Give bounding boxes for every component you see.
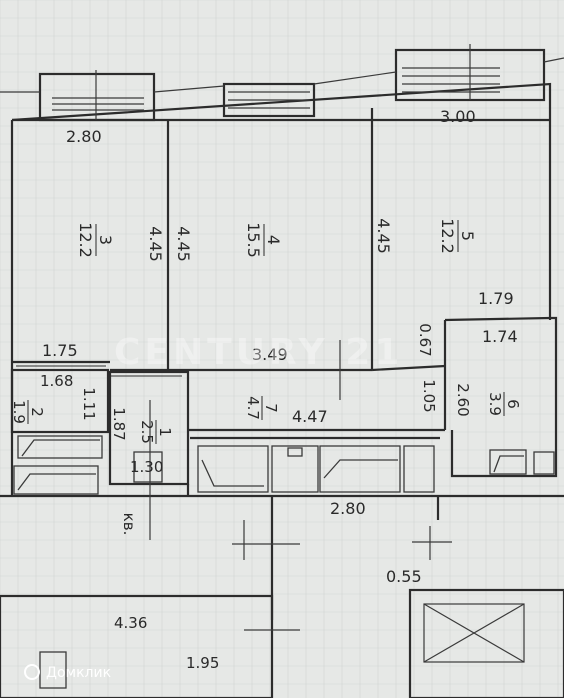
dim-0-55: 0.55 [386,567,422,586]
room-6-label: 6 3.9 [486,392,522,416]
dim-1-30: 1.30 [130,458,163,476]
dim-1-68: 1.68 [40,372,73,390]
dim-1-74: 1.74 [482,327,518,346]
svg-text:15.5: 15.5 [244,222,263,258]
house-icon [24,664,40,680]
room-7-label: 7 4.7 [244,396,280,420]
dim-2-60: 2.60 [454,383,472,416]
dim-1-95: 1.95 [186,654,219,672]
dim-4-45-right: 4.45 [374,218,393,254]
svg-text:3: 3 [96,235,115,245]
dim-1-87: 1.87 [110,407,128,440]
svg-text:7: 7 [262,403,280,413]
svg-text:6: 6 [504,399,522,409]
svg-text:12.2: 12.2 [438,218,457,254]
svg-text:2.5: 2.5 [138,420,156,444]
brand-badge: Домклик [24,664,111,681]
apartment-label: кв. [120,513,138,536]
dim-1-05: 1.05 [420,379,438,412]
room-labels: 3 12.2 4 15.5 5 12.2 2 1.9 1 2.5 7 4.7 [10,218,522,444]
svg-text:4.7: 4.7 [244,396,262,420]
svg-text:1: 1 [156,427,174,437]
dim-3-49: 3.49 [252,345,288,364]
dim-1-79: 1.79 [478,289,514,308]
dim-2-80-top: 2.80 [66,127,102,146]
room-4-label: 4 15.5 [244,222,283,258]
svg-text:12.2: 12.2 [76,222,95,258]
svg-text:4: 4 [264,235,283,245]
walls [0,48,564,698]
watermark: CENTURY 21 [114,332,403,373]
dim-1-11: 1.11 [80,387,98,420]
room-5-label: 5 12.2 [438,218,477,254]
dim-4-36: 4.36 [114,614,147,632]
room-3-label: 3 12.2 [76,222,115,258]
dim-4-45-left: 4.45 [146,226,165,262]
svg-text:5: 5 [458,231,477,241]
brand-name: Домклик [46,665,111,681]
dim-1-75: 1.75 [42,341,78,360]
dim-4-45-mid: 4.45 [174,226,193,262]
room-2-label: 2 1.9 [10,400,46,424]
dim-4-47: 4.47 [292,407,328,426]
room-1-label: 1 2.5 [138,420,174,444]
dim-0-67: 0.67 [416,323,434,356]
fixtures [13,44,555,689]
svg-text:1.9: 1.9 [10,400,28,424]
dim-2-80-bottom: 2.80 [330,499,366,518]
svg-text:3.9: 3.9 [486,392,504,416]
svg-text:2: 2 [28,407,46,417]
dimension-labels: 2.80 3.00 4.45 4.45 4.45 1.79 1.74 0.67 … [40,107,518,672]
dim-3-00: 3.00 [440,107,476,126]
